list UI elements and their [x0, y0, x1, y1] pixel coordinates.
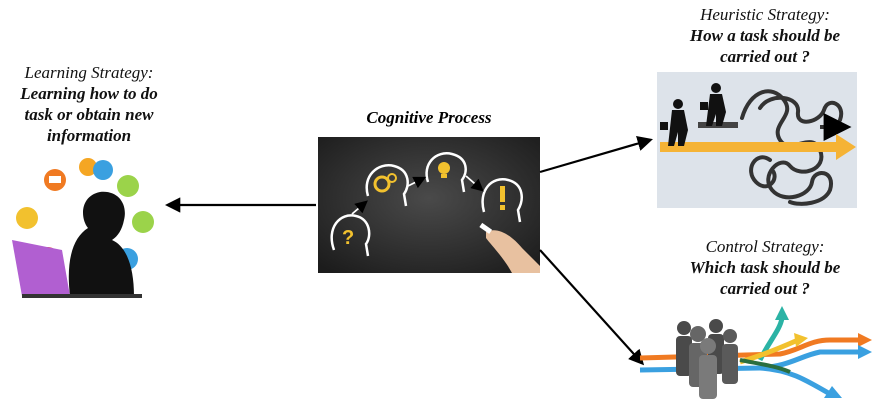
- businessman-icons: [660, 83, 726, 146]
- flask-icon: [117, 175, 139, 197]
- crowd-icon: [676, 319, 738, 399]
- cognitive-process-image: ?: [318, 137, 540, 273]
- maze-tangle: [740, 89, 844, 206]
- head-question-icon: [330, 214, 371, 257]
- heuristic-strategy-title: Heuristic Strategy:: [700, 5, 830, 24]
- control-strategy-desc-1: Which task should be: [689, 258, 841, 277]
- learning-illustration: [12, 158, 154, 298]
- person-silhouette: [68, 191, 134, 296]
- exclamation-icon: [500, 186, 505, 202]
- laptop-icon: [12, 240, 70, 296]
- control-strategy-label: Control Strategy: Which task should be c…: [650, 236, 880, 299]
- learning-strategy-title: Learning Strategy:: [24, 63, 154, 82]
- learning-strategy-desc-3: information: [46, 126, 132, 145]
- protractor-icon: [132, 211, 154, 233]
- heuristic-strategy-desc-1: How a task should be: [689, 26, 841, 45]
- learning-strategy-desc-2: task or obtain new: [24, 105, 154, 124]
- learning-strategy-desc-1: Learning how to do: [20, 84, 158, 103]
- learning-strategy-label: Learning Strategy: Learning how to do ta…: [0, 62, 178, 146]
- heuristic-image: [657, 72, 857, 208]
- orange-path: [639, 337, 860, 361]
- control-strategy-desc-2: carried out ?: [720, 279, 810, 298]
- head-gears-icon: [365, 164, 409, 207]
- question-mark-icon: ?: [342, 227, 354, 249]
- control-strategy-title: Control Strategy:: [705, 237, 825, 256]
- head-exclaim-icon: [481, 178, 523, 223]
- control-image: [639, 306, 872, 399]
- microscope-icon: [16, 207, 38, 229]
- arrow-to-control: [539, 249, 645, 366]
- connector-arrows: [164, 136, 653, 366]
- lightbulb-icon: [79, 158, 97, 176]
- clock-icon: [93, 160, 113, 180]
- bulb-icon: [438, 162, 450, 174]
- head-bulb-icon: [425, 152, 467, 193]
- heuristic-strategy-label: Heuristic Strategy: How a task should be…: [650, 4, 880, 67]
- gold-arrow: [660, 142, 838, 152]
- cognitive-process-title: Cognitive Process: [366, 108, 492, 127]
- gear-icon: [373, 175, 391, 193]
- arrow-to-heuristic: [539, 136, 653, 174]
- hand-with-chalk: [486, 230, 540, 273]
- heuristic-strategy-desc-2: carried out ?: [720, 47, 810, 66]
